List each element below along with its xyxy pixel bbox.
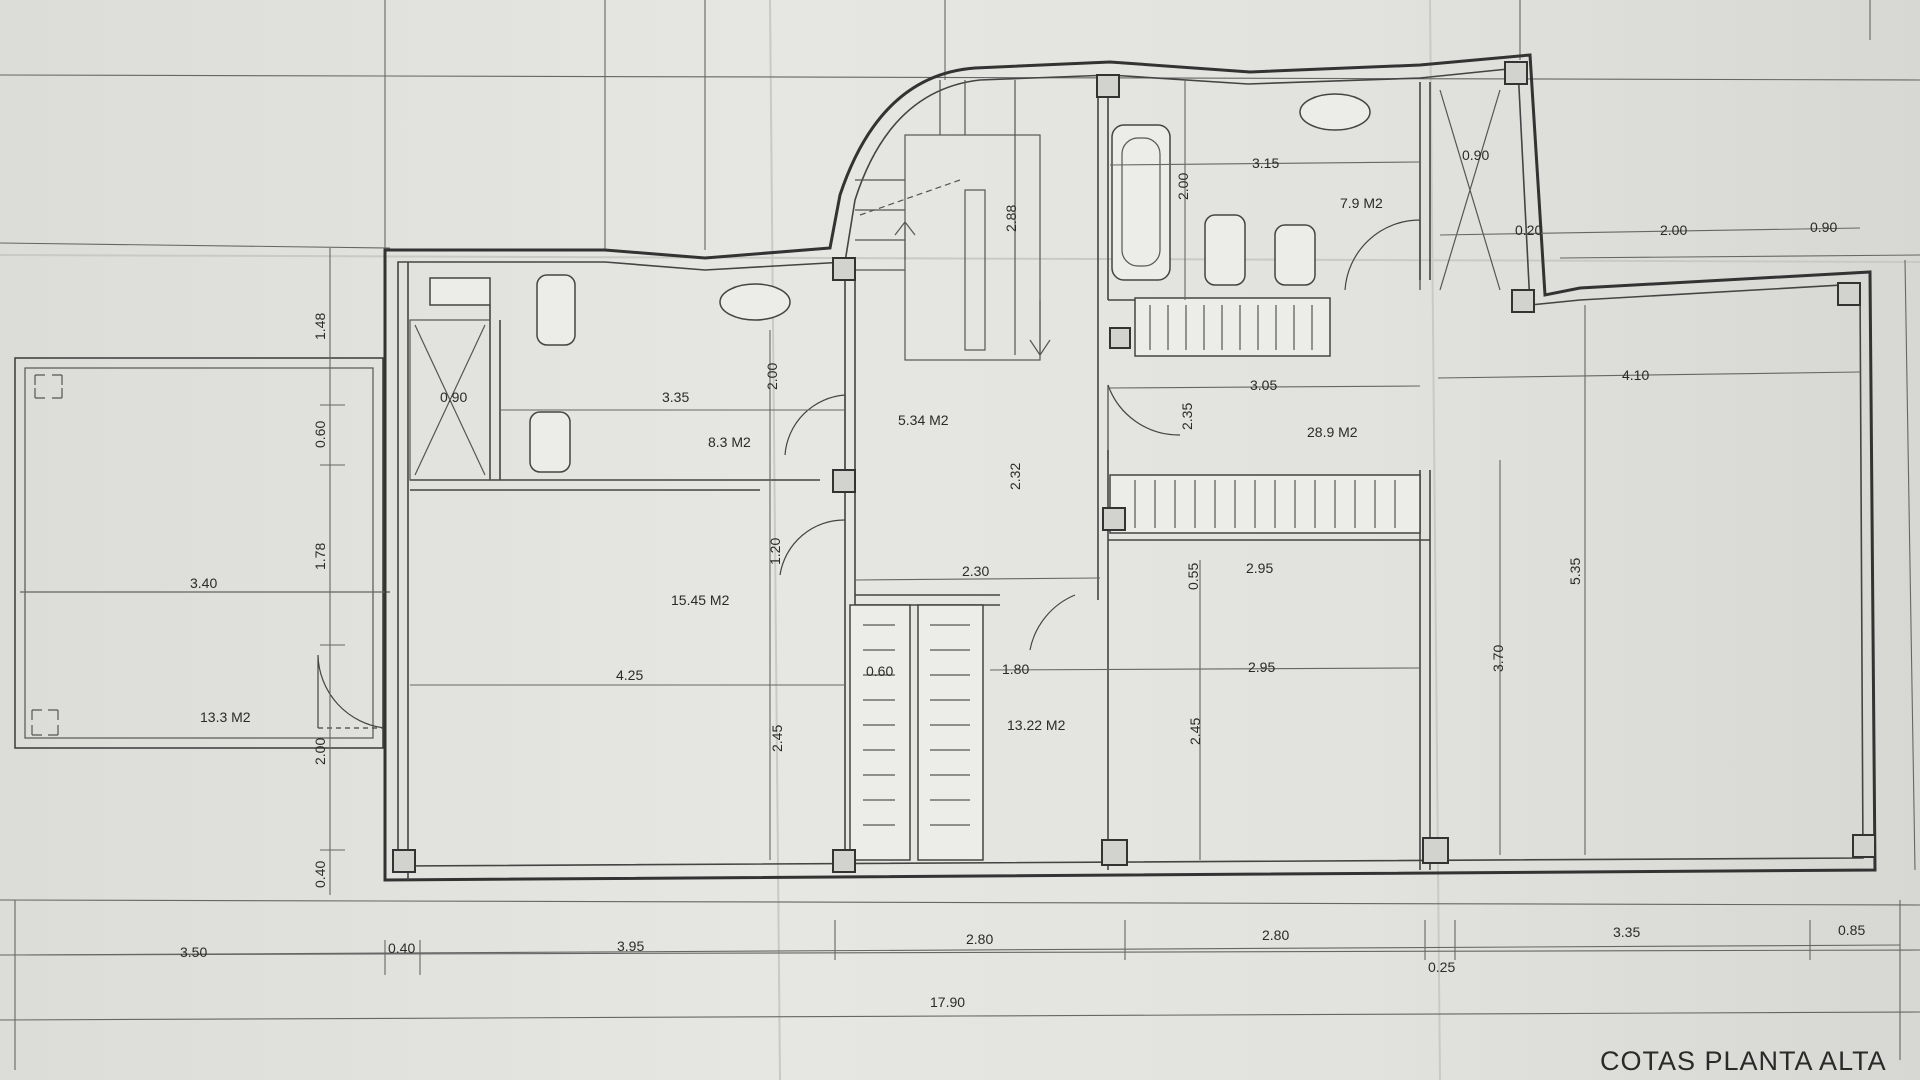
dim-17-90: 17.90 (930, 994, 965, 1010)
dim-1-20: 1.20 (767, 538, 783, 565)
dim-0-90-left: 0.90 (440, 389, 467, 405)
dim-3-35-bottom: 3.35 (1613, 924, 1640, 940)
dim-3-95: 3.95 (617, 938, 644, 954)
area-terrace-left: 13.3 M2 (200, 709, 251, 725)
area-bedroom-main: 28.9 M2 (1307, 424, 1358, 440)
dim-5-35: 5.35 (1567, 558, 1583, 585)
dim-3-35-top: 3.35 (662, 389, 689, 405)
area-bath-right: 7.9 M2 (1340, 195, 1383, 211)
dim-2-35: 2.35 (1179, 403, 1195, 430)
dim-2-32: 2.32 (1007, 463, 1023, 490)
dim-2-00-top: 2.00 (1660, 222, 1687, 238)
dim-0-60-left: 0.60 (312, 421, 328, 448)
dim-2-30: 2.30 (962, 563, 989, 579)
dim-2-80-right: 2.80 (1262, 927, 1289, 943)
dim-3-50: 3.50 (180, 944, 207, 960)
dimension-lines (20, 80, 1901, 975)
dim-2-80-left: 2.80 (966, 931, 993, 947)
columns (392, 61, 1876, 873)
dim-1-78: 1.78 (312, 543, 328, 570)
dim-3-05: 3.05 (1250, 377, 1277, 393)
dim-1-48: 1.48 (312, 313, 328, 340)
dim-0-90-top: 0.90 (1462, 147, 1489, 163)
dim-2-00-bath-left: 2.00 (764, 363, 780, 390)
dimension-texts: 3.15 0.90 2.00 2.88 0.20 2.00 0.90 2.00 … (180, 147, 1865, 1010)
dim-0-60: 0.60 (866, 663, 893, 679)
dim-2-88: 2.88 (1003, 205, 1019, 232)
dim-3-40: 3.40 (190, 575, 217, 591)
dim-4-10: 4.10 (1622, 367, 1649, 383)
dim-0-40-bottom: 0.40 (388, 940, 415, 956)
dim-0-20: 0.20 (1515, 222, 1542, 238)
dim-2-95-lower: 2.95 (1248, 659, 1275, 675)
area-bath-left: 8.3 M2 (708, 434, 751, 450)
dim-0-25: 0.25 (1428, 959, 1455, 975)
dim-2-00-left: 2.00 (312, 738, 328, 765)
plan-title: COTAS PLANTA ALTA (1600, 1046, 1887, 1076)
dim-4-25: 4.25 (616, 667, 643, 683)
area-room-middle: 13.22 M2 (1007, 717, 1066, 733)
dim-1-80: 1.80 (1002, 661, 1029, 677)
dim-0-90-right: 0.90 (1810, 219, 1837, 235)
dim-3-15: 3.15 (1252, 155, 1279, 171)
bathroom-fixtures (409, 89, 1501, 481)
dim-2-45-middle: 2.45 (1187, 718, 1203, 745)
dim-0-55: 0.55 (1185, 563, 1201, 590)
doors (779, 219, 1421, 651)
area-room-left: 15.45 M2 (671, 592, 730, 608)
wardrobes (849, 297, 1421, 861)
dim-2-95-upper: 2.95 (1246, 560, 1273, 576)
dim-0-40-left: 0.40 (312, 861, 328, 888)
dim-3-70: 3.70 (1490, 645, 1506, 672)
area-hall: 5.34 M2 (898, 412, 949, 428)
dim-2-45-left: 2.45 (769, 725, 785, 752)
dim-2-00-bath: 2.00 (1175, 173, 1191, 200)
room-area-labels: 13.3 M2 8.3 M2 5.34 M2 15.45 M2 7.9 M2 2… (200, 195, 1383, 733)
staircase (855, 80, 1051, 361)
terrace-left (14, 357, 390, 749)
dim-0-85: 0.85 (1838, 922, 1865, 938)
